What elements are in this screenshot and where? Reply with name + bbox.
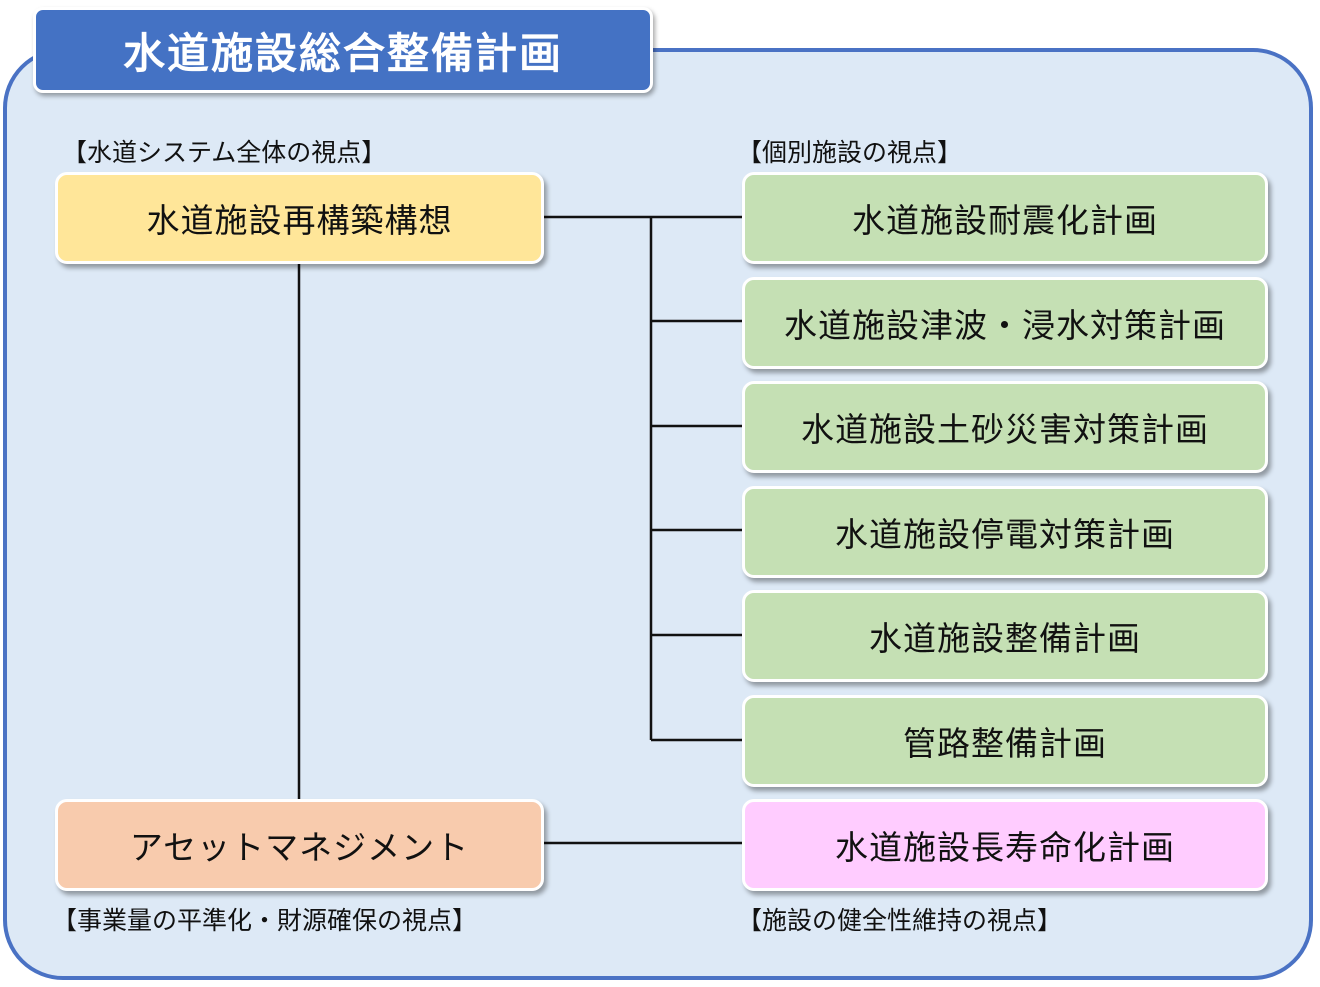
label-facility-view: 【個別施設の視点】: [737, 138, 963, 167]
box-pipeline-plan: 管路整備計画: [742, 695, 1268, 787]
diagram-title: 水道施設総合整備計画: [33, 7, 653, 93]
box-seismic-plan: 水道施設耐震化計画: [742, 172, 1268, 264]
box-asset-management: アセットマネジメント: [55, 799, 544, 891]
label-leveling-view: 【事業量の平準化・財源確保の視点】: [52, 906, 478, 935]
box-longevity-plan: 水道施設長寿命化計画: [742, 799, 1268, 891]
box-power-outage-plan: 水道施設停電対策計画: [742, 486, 1268, 578]
box-facility-maintenance-plan: 水道施設整備計画: [742, 590, 1268, 682]
label-soundness-view: 【施設の健全性維持の視点】: [737, 906, 1063, 935]
box-tsunami-flood-plan: 水道施設津波・浸水対策計画: [742, 277, 1268, 369]
label-system-view: 【水道システム全体の視点】: [62, 138, 387, 167]
box-restructuring-plan: 水道施設再構築構想: [55, 172, 544, 264]
box-landslide-plan: 水道施設土砂災害対策計画: [742, 381, 1268, 473]
